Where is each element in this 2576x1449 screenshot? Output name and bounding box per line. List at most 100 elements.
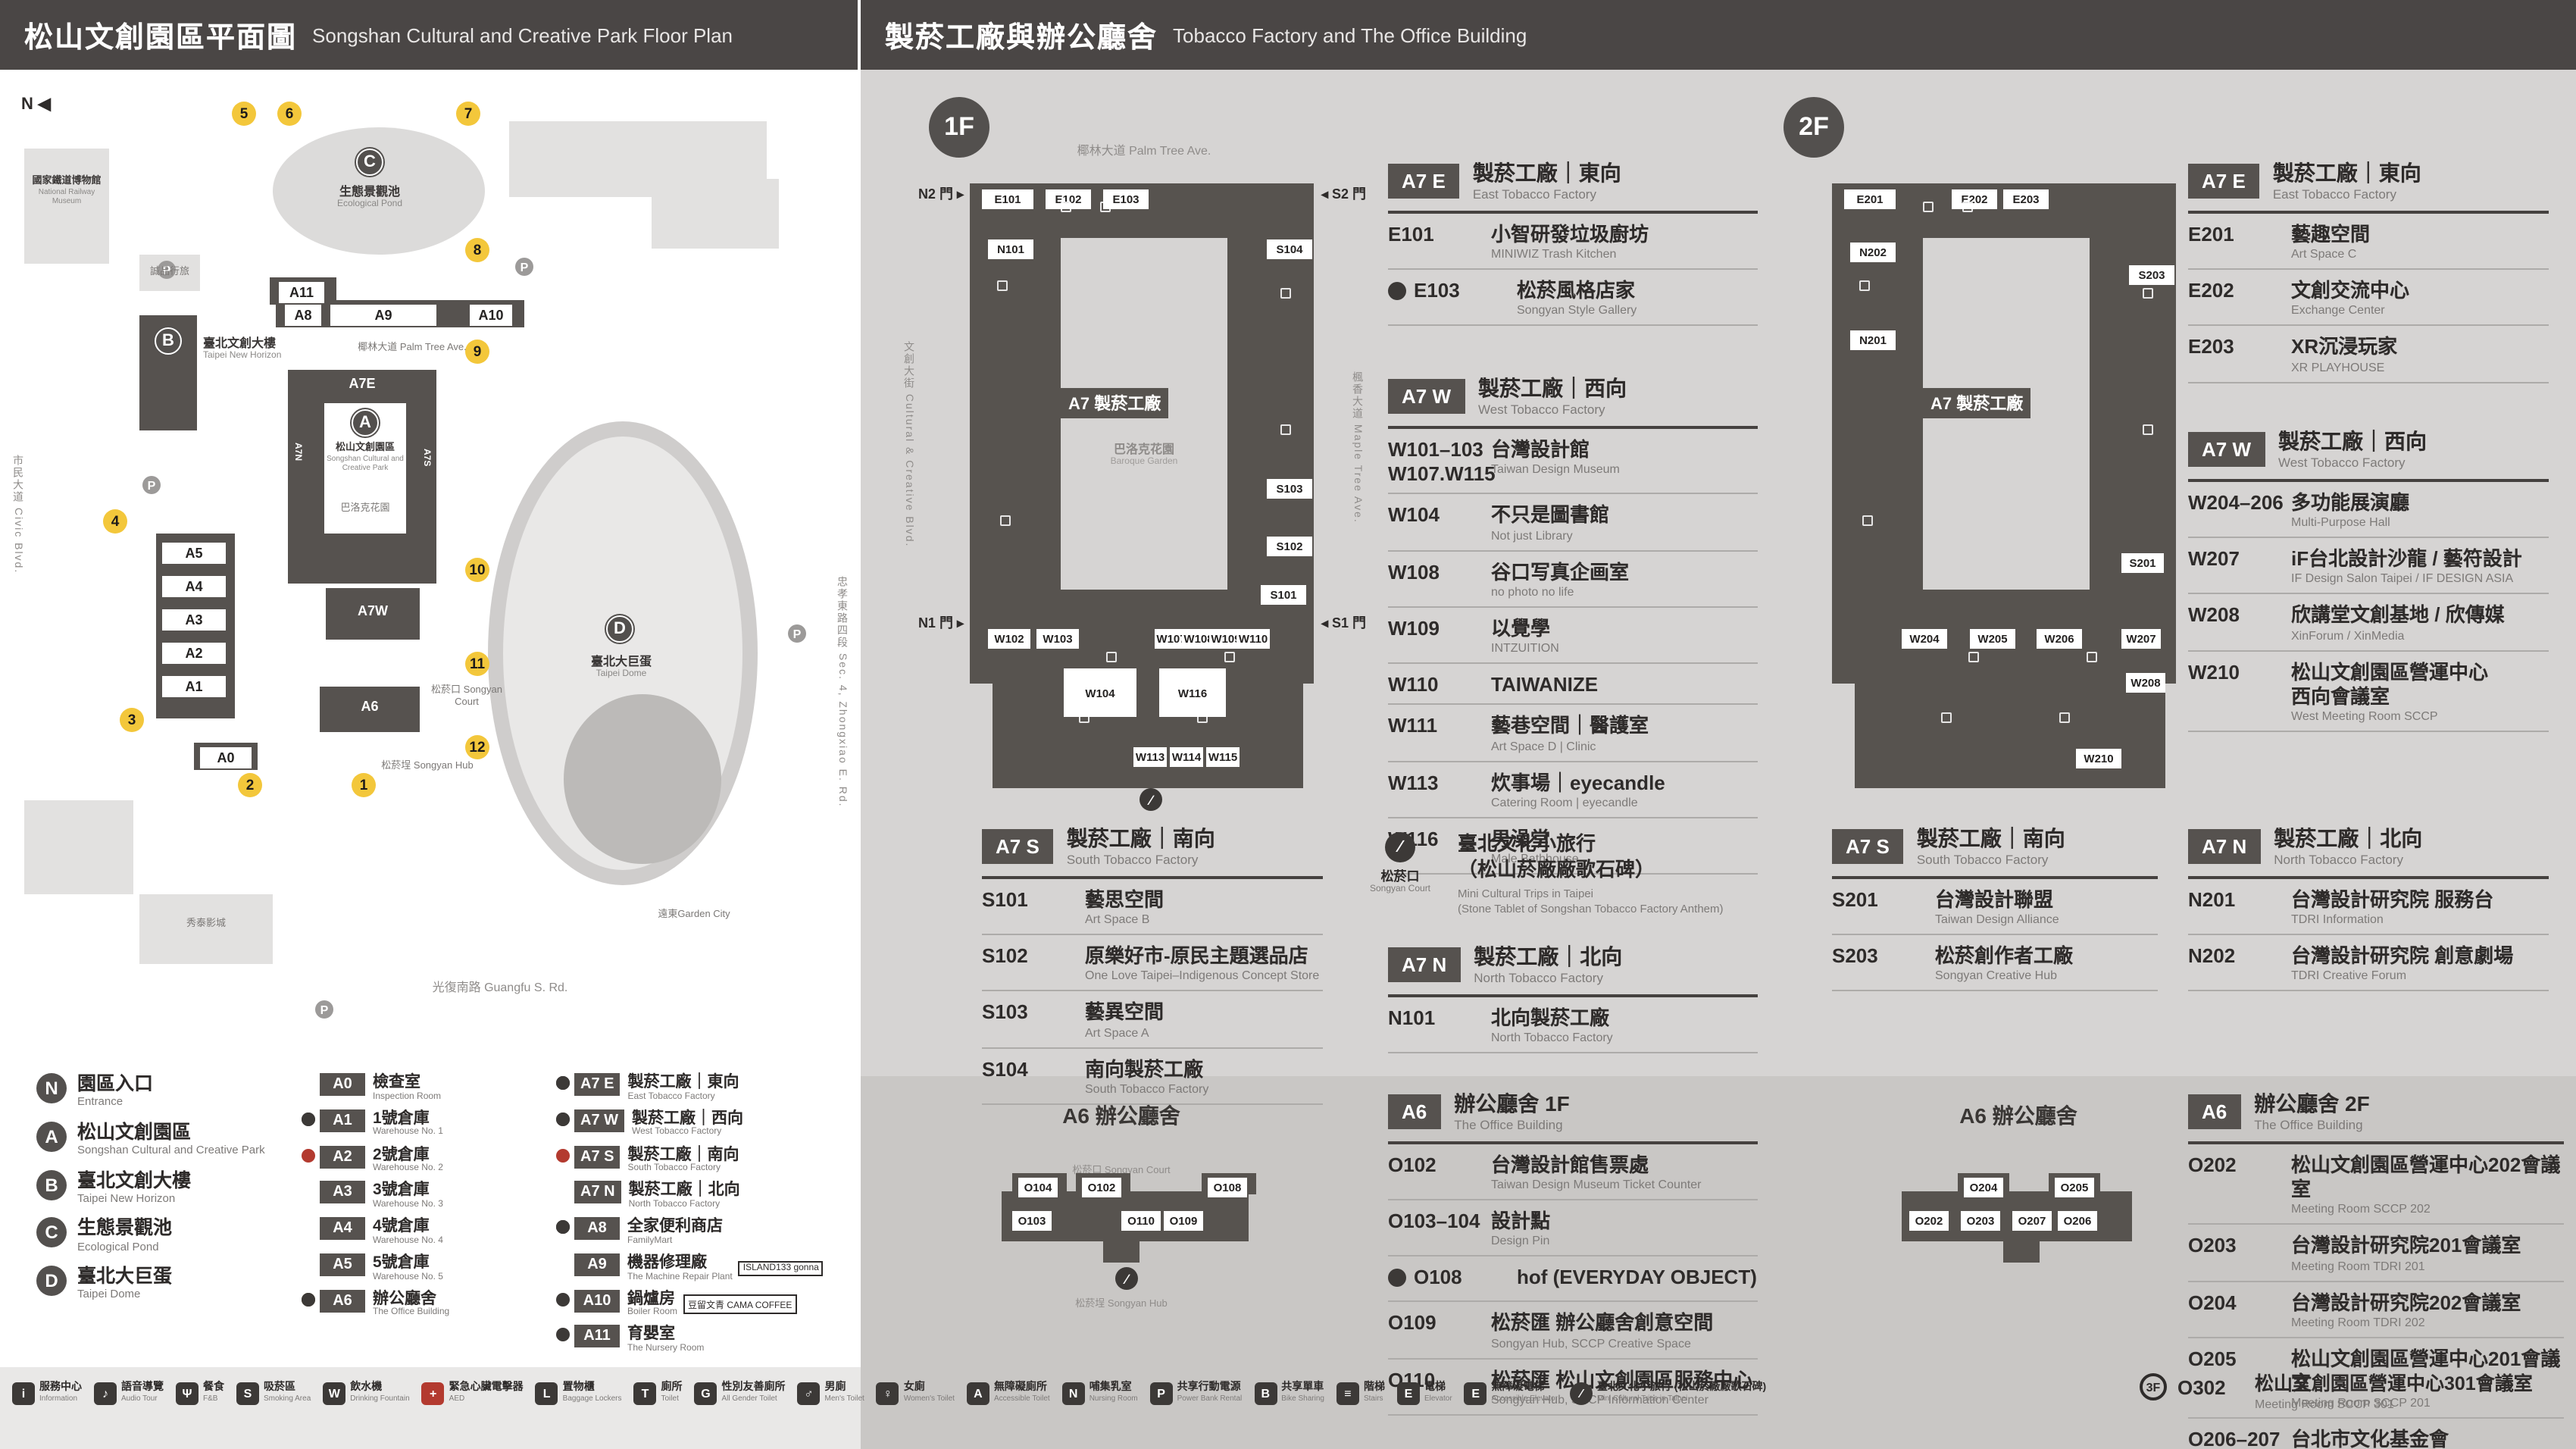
- street-label-left: 市民大道 Civic Blvd.: [12, 455, 23, 574]
- facility-icon-cluster: [273, 1253, 315, 1257]
- room-box: O110: [1121, 1211, 1161, 1231]
- parking-icon: P: [158, 261, 176, 279]
- a7w-block: [326, 588, 420, 640]
- building-code-chip: A5: [320, 1253, 365, 1276]
- office-building-stub: [2003, 1238, 2040, 1263]
- room-box: E101: [982, 189, 1033, 209]
- ecological-pond-shape: [273, 127, 485, 255]
- facility-icon: [1079, 712, 1089, 723]
- room-box: O202: [1909, 1211, 1949, 1231]
- right-title-zh: 製菸工廠與辦公廳舍: [885, 22, 1158, 54]
- room-box: O206: [2058, 1211, 2097, 1231]
- facility-icon: i: [12, 1382, 35, 1405]
- facility-icon: A: [966, 1382, 989, 1405]
- facility-icon: [997, 280, 1008, 291]
- facility-icon: [1968, 652, 1979, 662]
- facility-icon: S: [236, 1382, 259, 1405]
- facility-icon-cluster: [273, 1073, 315, 1076]
- tenant-tag: 豆留文青 CAMA COFFEE: [683, 1294, 797, 1315]
- context-block: [652, 179, 779, 249]
- facility-icon: E: [1396, 1382, 1420, 1405]
- facility-icon: ∕: [1569, 1382, 1593, 1405]
- facility-icon: [302, 1292, 315, 1307]
- room-box: O207: [2012, 1211, 2052, 1231]
- facility-icon: [1224, 652, 1235, 662]
- gate-number-badge: 12: [465, 735, 489, 759]
- room-box: O109: [1164, 1211, 1203, 1231]
- building-code-chip: A7 N: [574, 1181, 621, 1204]
- room-box: N201: [1850, 330, 1896, 350]
- compass-north-icon: N ◀: [21, 95, 51, 114]
- map-building-box: A2: [162, 643, 226, 664]
- room-box: W204: [1902, 629, 1947, 649]
- facility-icon: N: [1061, 1382, 1085, 1405]
- section-chip: A7 S: [1832, 828, 1903, 864]
- parking-icon: P: [788, 624, 806, 643]
- room-box: E203: [2003, 189, 2049, 209]
- a7-plan-label-2f: A7 製菸工廠: [1923, 388, 2031, 418]
- place-badge: D: [36, 1266, 67, 1296]
- map-label: 誠品行旅: [150, 267, 189, 277]
- street-cultural-creative-blvd: 文創大街 Cultural & Creative Blvd.: [903, 341, 914, 548]
- section-chip: A7 N: [1388, 947, 1461, 982]
- left-header: 松山文創園區平面圖 Songshan Cultural and Creative…: [0, 0, 858, 70]
- gate-number-badge: 8: [465, 238, 489, 262]
- parking-icon: P: [142, 476, 161, 494]
- room-box: W114: [1170, 747, 1203, 767]
- aed-icon: [302, 1148, 315, 1163]
- parking-icon: P: [315, 1000, 333, 1019]
- room-box: O203: [1961, 1211, 2000, 1231]
- building-code-chip: A7 E: [574, 1073, 621, 1096]
- facility-icon: P: [1149, 1382, 1173, 1405]
- map-label: 臺北大巨蛋 Taipei Dome: [591, 655, 652, 679]
- section-chip: A7 E: [1388, 163, 1459, 199]
- facility-icon: [556, 1112, 570, 1126]
- gate-number-badge: 3: [120, 708, 144, 732]
- map-building-box: A8: [285, 305, 321, 326]
- facility-icon: E: [1464, 1382, 1487, 1405]
- room-box: W205: [1970, 629, 2015, 649]
- map-label: 遠東Garden City: [658, 909, 730, 920]
- section-chip: A7 W: [1388, 378, 1465, 414]
- facility-icon: [1061, 202, 1071, 212]
- facility-icon: [1000, 515, 1011, 526]
- facility-icon: [556, 1328, 570, 1342]
- place-badge: B: [36, 1169, 67, 1200]
- facility-icon: [556, 1292, 570, 1307]
- room-box: O102: [1082, 1178, 1121, 1197]
- room-box: W208: [2126, 673, 2165, 693]
- map-building-box: A1: [162, 676, 226, 697]
- map-building-box: A11: [279, 282, 324, 303]
- map-label: 秀泰影城: [186, 919, 226, 929]
- directory-item: O206–207 台北市文化基金會 松山文創園區營運中心Taipei Cultu…: [2188, 1419, 2564, 1449]
